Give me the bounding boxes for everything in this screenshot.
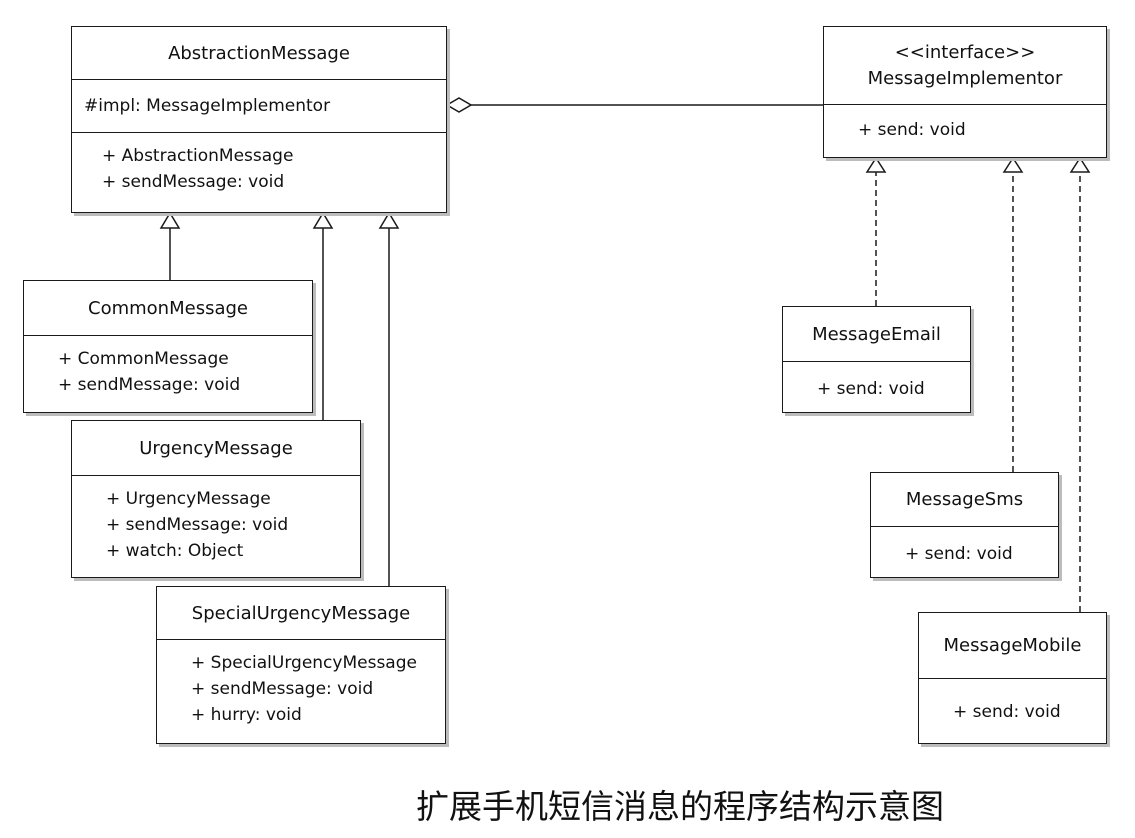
operation: + sendMessage: void xyxy=(106,515,289,535)
operation: + AbstractionMessage xyxy=(102,146,294,166)
class-operations: + AbstractionMessage + sendMessage: void xyxy=(72,133,446,195)
class-operations: + send: void xyxy=(919,679,1106,725)
class-name-text: MessageImplementor xyxy=(867,67,1063,89)
class-name-text: UrgencyMessage xyxy=(139,437,293,459)
class-name-text: MessageEmail xyxy=(812,323,941,345)
inheritance-arrowhead xyxy=(159,211,181,229)
realization-sms xyxy=(1002,156,1024,472)
class-name: MessageMobile xyxy=(919,613,1106,679)
operation: + send: void xyxy=(858,120,966,140)
generalization-urgency xyxy=(312,211,334,420)
inheritance-arrowhead xyxy=(378,211,400,229)
inheritance-arrowhead xyxy=(312,211,334,229)
class-name-text: AbstractionMessage xyxy=(168,42,350,64)
operation: + sendMessage: void xyxy=(58,375,241,395)
class-common-message: CommonMessage + CommonMessage + sendMess… xyxy=(23,280,313,413)
class-name-text: CommonMessage xyxy=(88,297,248,319)
operation: + send: void xyxy=(953,702,1061,722)
operation: + sendMessage: void xyxy=(191,679,374,699)
class-message-email: MessageEmail + send: void xyxy=(782,306,971,413)
operation: + CommonMessage xyxy=(58,349,229,369)
class-abstraction-message: AbstractionMessage #impl: MessageImpleme… xyxy=(71,26,447,213)
aggregation-diamond xyxy=(445,97,473,113)
class-operations: + SpecialUrgencyMessage + sendMessage: v… xyxy=(157,640,445,728)
class-operations: + send: void xyxy=(824,105,1106,143)
class-name-text: MessageMobile xyxy=(943,635,1082,656)
operation: + send: void xyxy=(905,544,1013,564)
realization-arrowhead xyxy=(865,156,887,173)
operation: + hurry: void xyxy=(191,705,302,725)
class-name: SpecialUrgencyMessage xyxy=(157,587,445,640)
class-operations: + CommonMessage + sendMessage: void xyxy=(24,336,312,398)
class-name-text: SpecialUrgencyMessage xyxy=(191,602,411,624)
realization-arrowhead xyxy=(1069,156,1091,173)
attribute-impl: #impl: MessageImplementor xyxy=(84,96,331,116)
operation: + sendMessage: void xyxy=(102,172,285,192)
class-name: MessageSms xyxy=(871,473,1058,527)
operation: + watch: Object xyxy=(106,541,244,561)
aggregation-connector xyxy=(445,97,823,113)
class-name: CommonMessage xyxy=(24,281,312,336)
class-name: AbstractionMessage xyxy=(72,27,446,80)
generalization-common xyxy=(159,211,181,280)
realization-mobile xyxy=(1069,156,1091,612)
realization-arrowhead xyxy=(1002,156,1024,173)
class-operations: + send: void xyxy=(871,527,1058,567)
realization-email xyxy=(865,156,887,306)
operation: + UrgencyMessage xyxy=(106,489,271,509)
class-name: <<interface>> MessageImplementor xyxy=(824,27,1106,105)
class-urgency-message: UrgencyMessage + UrgencyMessage + sendMe… xyxy=(71,420,361,578)
stereotype-label: <<interface>> xyxy=(894,41,1036,63)
class-message-mobile: MessageMobile + send: void xyxy=(918,612,1107,744)
interface-message-implementor: <<interface>> MessageImplementor + send:… xyxy=(823,26,1107,158)
diagram-caption: 扩展手机短信消息的程序结构示意图 xyxy=(416,787,944,826)
class-attributes: #impl: MessageImplementor xyxy=(72,80,446,133)
operation: + SpecialUrgencyMessage xyxy=(191,653,417,673)
class-name-text: MessageSms xyxy=(905,489,1024,510)
class-name: MessageEmail xyxy=(783,307,970,362)
class-operations: + send: void xyxy=(783,362,970,402)
class-operations: + UrgencyMessage + sendMessage: void + w… xyxy=(72,476,360,564)
class-special-urgency-message: SpecialUrgencyMessage + SpecialUrgencyMe… xyxy=(156,586,446,744)
class-message-sms: MessageSms + send: void xyxy=(870,472,1059,578)
class-name: UrgencyMessage xyxy=(72,421,360,476)
generalization-special xyxy=(378,211,400,586)
operation: + send: void xyxy=(817,379,925,399)
